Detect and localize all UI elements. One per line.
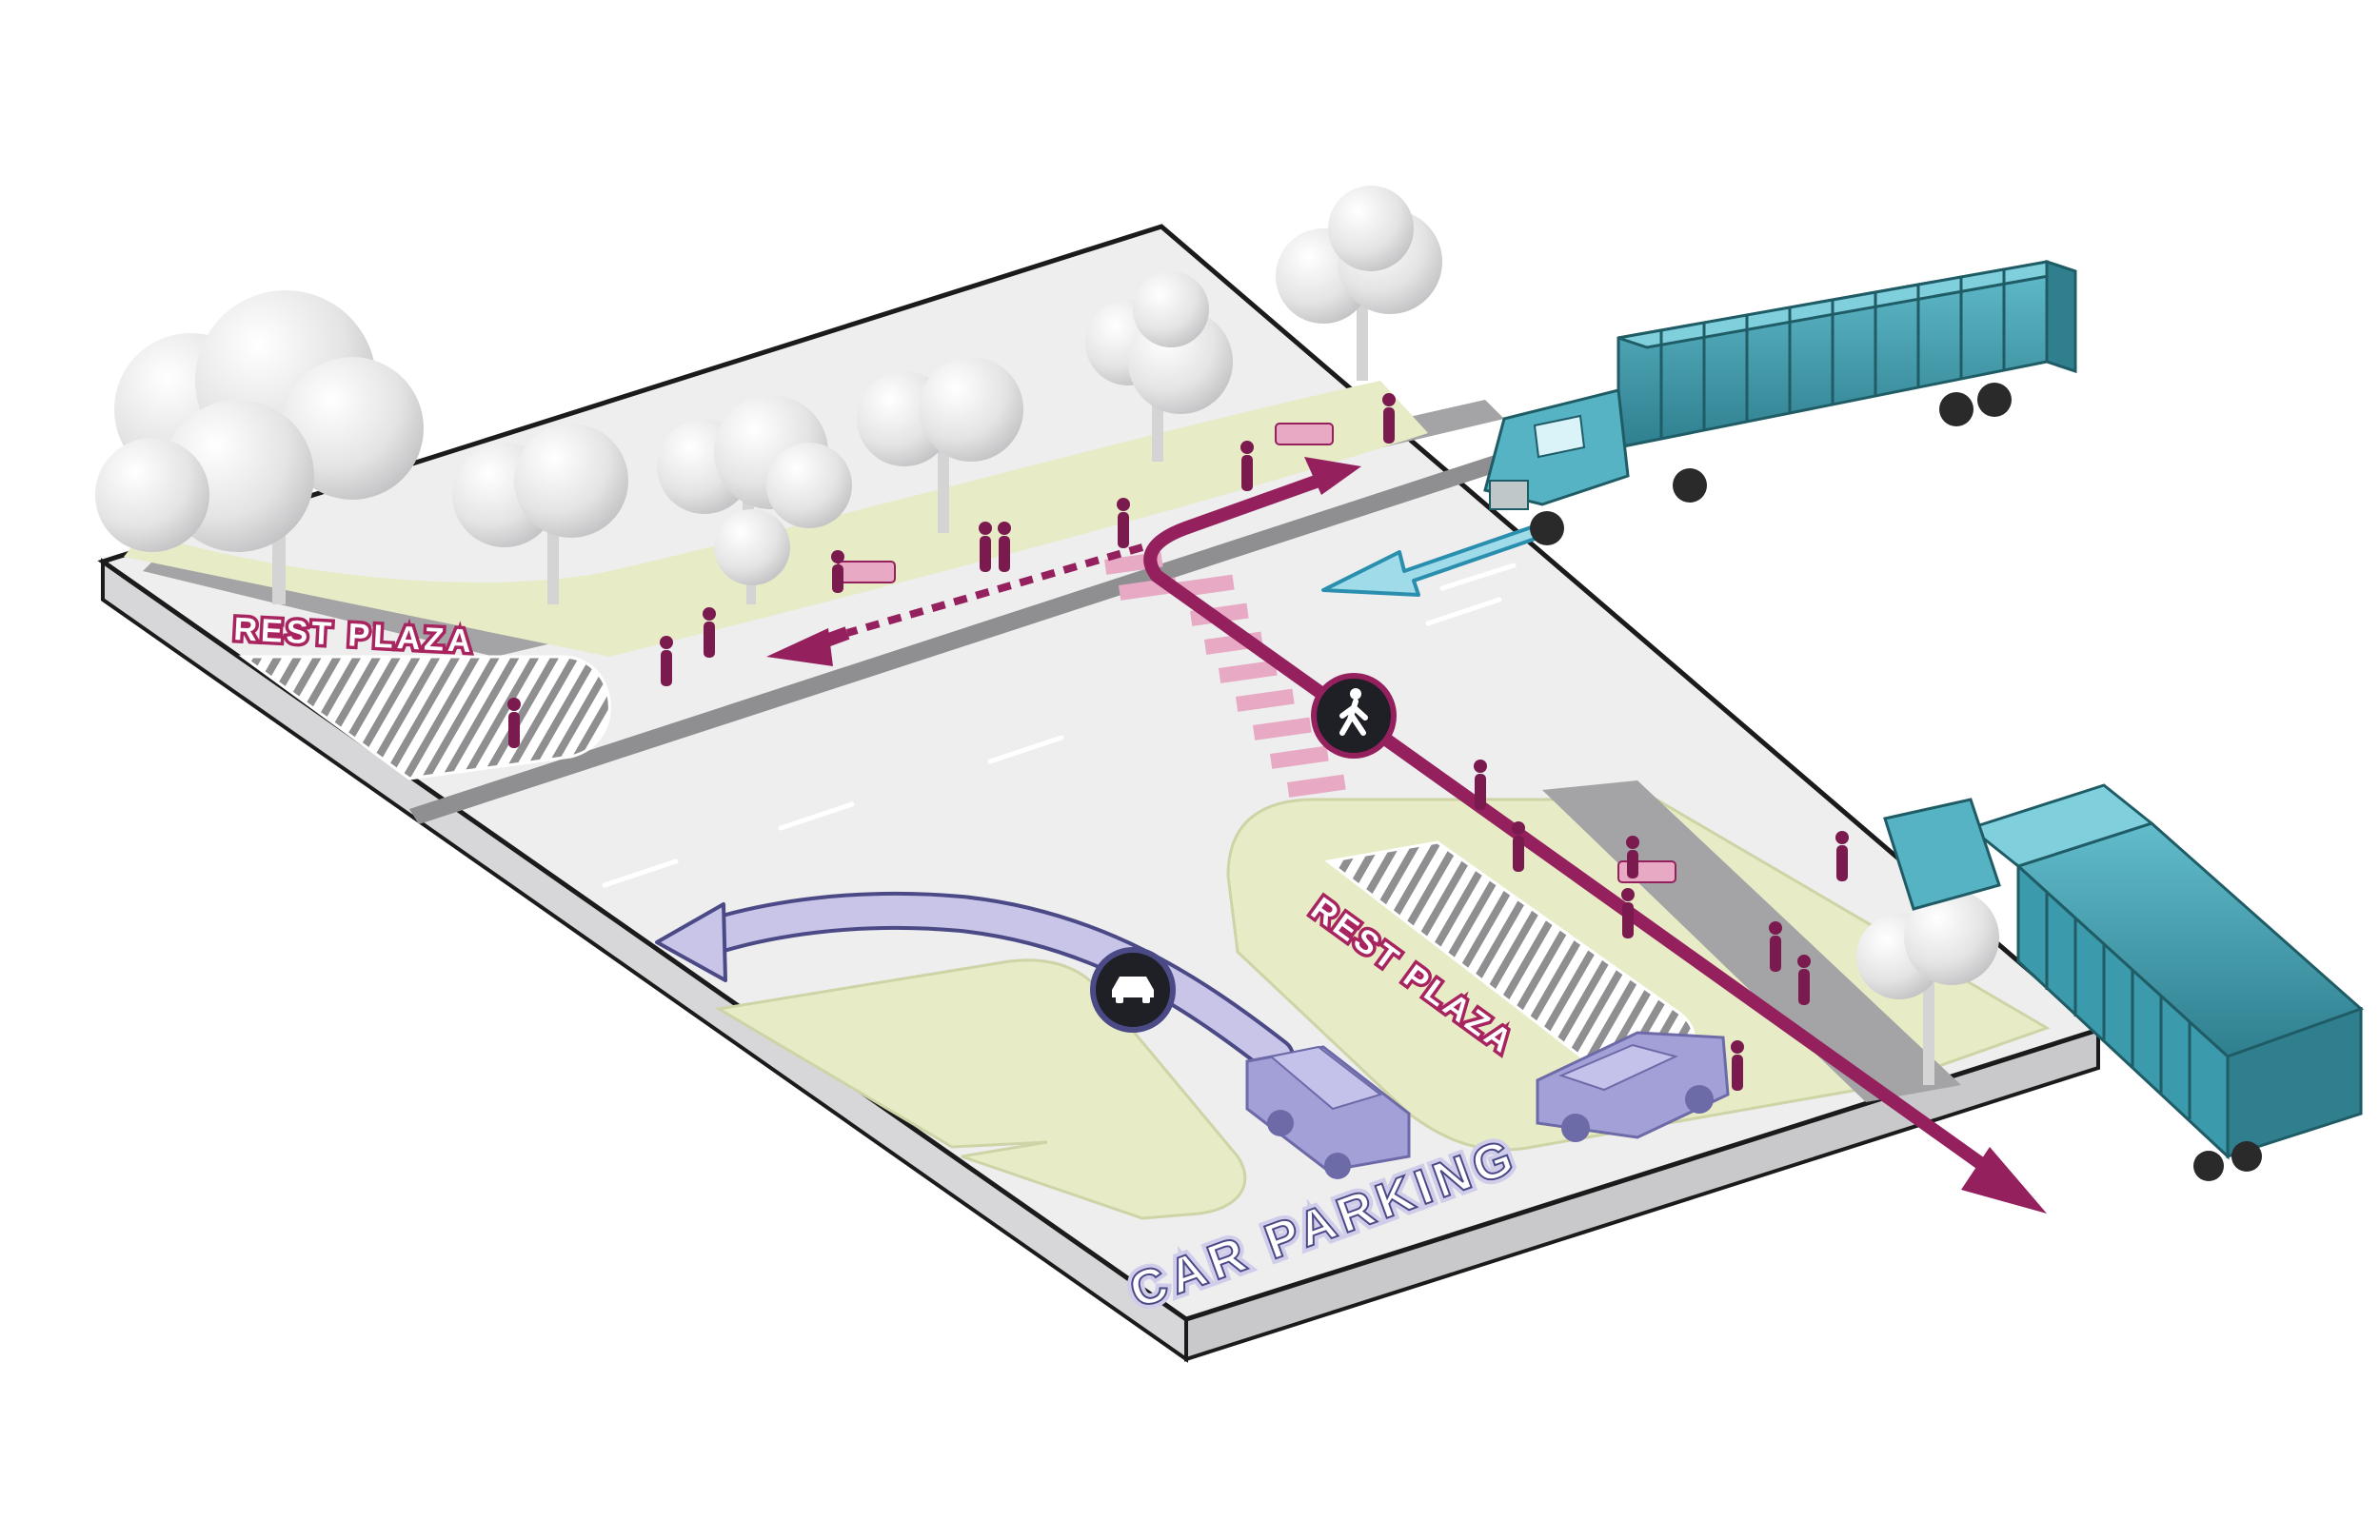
tree-mid-1 [657, 395, 852, 562]
tree-mid-small [714, 509, 790, 604]
trees [95, 186, 1999, 1085]
person [660, 636, 673, 686]
pedestrian-arrow-north [1304, 457, 1361, 495]
suv-wheel-1 [1267, 1110, 1294, 1136]
tree-mid-2 [857, 357, 1023, 533]
truck-north-wheel-2 [1673, 468, 1707, 503]
person [1626, 836, 1639, 879]
truck-flow [1321, 522, 1554, 597]
pickup-cab [1558, 1043, 1678, 1092]
person [1117, 498, 1130, 548]
tree-southeast [1856, 890, 1999, 1085]
suv-body [1245, 1045, 1411, 1173]
person [1731, 1040, 1744, 1091]
truck-north [1483, 259, 2077, 545]
person [703, 607, 716, 658]
truck-se-trailer-front [1967, 783, 2155, 868]
car-route-arrowhead [655, 902, 727, 982]
person [831, 550, 844, 593]
suv-wheel-2 [1324, 1153, 1351, 1179]
pedestrian-route [766, 457, 2047, 1214]
truck-north-wheel-3 [1939, 392, 1973, 426]
car-icon [1090, 947, 1176, 1033]
truck-se-cab [1883, 798, 2001, 911]
person [1797, 955, 1811, 1005]
person [1474, 760, 1487, 810]
person [1382, 393, 1396, 444]
suv-roof [1268, 1045, 1383, 1111]
rest-plaza-hatch-north [238, 655, 611, 780]
truck-se-wheel-2 [2231, 1141, 2262, 1172]
pickup-wheel-1 [1561, 1114, 1590, 1142]
person [998, 522, 1011, 572]
crosswalk [1104, 551, 1346, 798]
road-markings [602, 563, 1517, 888]
pedestrian-route-line [1143, 474, 1987, 1170]
pedestrian-arrow-west [766, 628, 833, 666]
parked-suv [1245, 1045, 1411, 1179]
north-plaza-strip [124, 381, 1509, 824]
truck-se-wheel-1 [2193, 1151, 2224, 1181]
truck-se-trailer-base [2016, 862, 2230, 1160]
truck-flow-arrow [1321, 522, 1554, 597]
truck-north-trailer-end [2045, 259, 2077, 374]
pickup-body [1536, 1031, 1730, 1139]
truck-southeast [1883, 783, 2364, 1181]
tree-west-2 [452, 424, 628, 604]
people [507, 393, 1849, 1091]
person [979, 522, 992, 572]
truck-north-windshield [1533, 414, 1586, 459]
person [1769, 921, 1782, 972]
person [1621, 888, 1635, 938]
bench-north [1275, 423, 1334, 445]
truck-north-grille [1489, 480, 1529, 510]
truck-north-wheel-1 [1530, 511, 1564, 545]
car-route-fill [680, 895, 1291, 1072]
person [1835, 831, 1849, 881]
tree-large-west [95, 290, 424, 604]
parked-pickup [1536, 1031, 1730, 1142]
bench-west [837, 561, 896, 583]
person [1240, 441, 1254, 491]
pedestrian-route-dashed [845, 543, 1144, 637]
north-curb [409, 455, 1509, 824]
person [1512, 821, 1525, 872]
car-route [655, 891, 1295, 1076]
pedestrian-arrow-south [1961, 1147, 2047, 1214]
tree-east-1 [1085, 271, 1233, 462]
north-grass-strip [124, 381, 1428, 657]
pickup-wheel-2 [1685, 1085, 1714, 1114]
pedestrian-icon [1311, 673, 1397, 759]
person [507, 698, 521, 748]
benches [837, 423, 1676, 883]
truck-north-wheel-4 [1977, 383, 2012, 417]
tree-east-2 [1276, 186, 1442, 381]
